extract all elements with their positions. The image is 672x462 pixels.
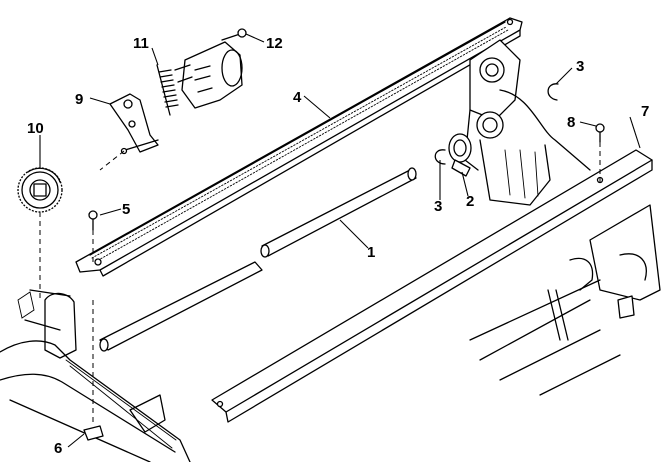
motor-assembly: [174, 41, 243, 109]
callout-9: 9: [75, 91, 83, 108]
callout-11: 11: [133, 35, 149, 52]
part-9-bracket: [109, 93, 159, 155]
right-lower-frame: [469, 204, 661, 396]
part-10-gear: [17, 167, 63, 213]
part-6-clip: [83, 425, 104, 441]
part-5-screw: [88, 210, 98, 231]
callout-labels: 1 2 3 3 4 5 6 7 8 9 10 11 12: [27, 35, 649, 457]
callout-3-right: 3: [576, 58, 584, 75]
callout-8: 8: [567, 114, 575, 131]
assembly-lines: [39, 142, 601, 426]
base-frame: [0, 289, 191, 462]
part-8-screw: [595, 123, 605, 143]
callout-12: 12: [266, 35, 283, 52]
callout-3-left: 3: [434, 198, 442, 215]
part-4-rack-rail: [75, 17, 523, 277]
part-12-screw: [221, 28, 247, 41]
callout-10: 10: [27, 120, 44, 137]
part-2-pulley: [448, 133, 472, 177]
part-3-eclip-right: [547, 83, 559, 101]
leader-lines: [39, 33, 641, 448]
right-mechanism: [464, 39, 591, 206]
callout-1: 1: [367, 244, 375, 261]
callout-7: 7: [641, 103, 649, 120]
part-7-bar: [211, 149, 653, 423]
part-11-spring: [156, 64, 179, 116]
part-1-shaft: [99, 167, 417, 352]
callout-6: 6: [54, 440, 62, 457]
callout-4: 4: [293, 89, 302, 106]
callout-2: 2: [466, 193, 474, 210]
part-3-eclip-left: [434, 149, 446, 165]
callout-5: 5: [122, 201, 130, 218]
